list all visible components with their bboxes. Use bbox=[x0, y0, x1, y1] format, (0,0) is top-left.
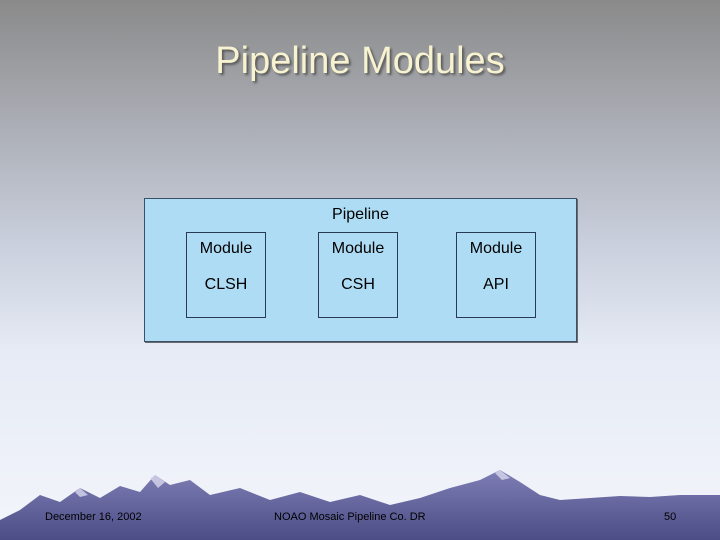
pipeline-label: Pipeline bbox=[332, 206, 389, 223]
footer-date: December 16, 2002 bbox=[45, 511, 142, 523]
footer-page-number: 50 bbox=[664, 511, 677, 523]
module-api: Module API bbox=[456, 232, 536, 318]
pipeline-container: Pipeline Module CLSH Module CSH Module A… bbox=[144, 198, 577, 342]
module-csh: Module CSH bbox=[318, 232, 398, 318]
module-label: Module bbox=[199, 240, 253, 257]
slide-title: Pipeline Modules bbox=[215, 40, 505, 82]
module-label: Module bbox=[331, 240, 385, 257]
footer-presentation-title: NOAO Mosaic Pipeline Co. DR bbox=[274, 511, 426, 523]
module-label: Module bbox=[469, 240, 523, 257]
module-name: API bbox=[483, 276, 509, 293]
module-clsh: Module CLSH bbox=[186, 232, 266, 318]
module-name: CLSH bbox=[204, 276, 248, 293]
mountain-background-image bbox=[0, 470, 720, 540]
module-name: CSH bbox=[341, 276, 375, 293]
